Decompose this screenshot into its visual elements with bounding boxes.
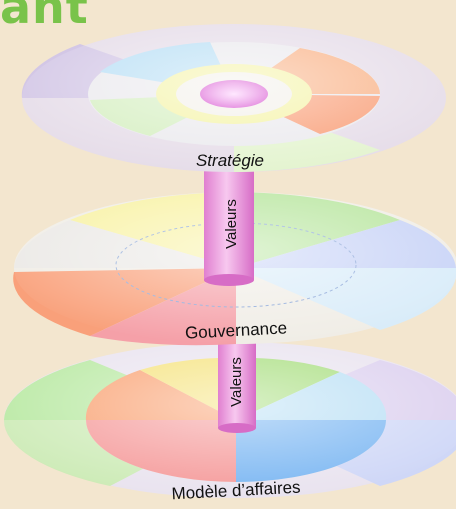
pillar-base xyxy=(218,423,256,433)
disk-strategie: Stratégie xyxy=(21,24,446,172)
disk-modele-affaires: Modèle d’affaires xyxy=(3,342,456,503)
pillar-upper: Valeurs xyxy=(204,170,254,286)
pillar-label-upper: Valeurs xyxy=(223,199,240,249)
disk-gloss xyxy=(22,24,446,172)
layer-label-strategie: Stratégie xyxy=(196,151,264,170)
pillar-body xyxy=(218,338,256,428)
title-fragment: ant xyxy=(0,0,89,34)
pillar-body xyxy=(204,170,254,280)
pillar-base xyxy=(204,274,254,286)
pillar-label-lower: Valeurs xyxy=(228,357,245,407)
pillar-lower: Valeurs xyxy=(218,338,256,433)
